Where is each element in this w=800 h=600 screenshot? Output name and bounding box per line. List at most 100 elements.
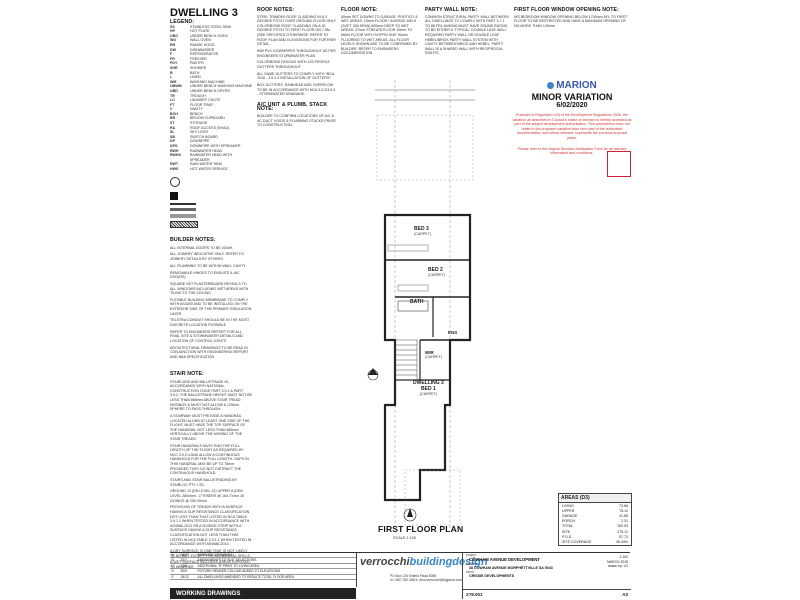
legend-label: HOT PLATE xyxy=(190,29,210,34)
legend-label: LAUNDRY CHUTE xyxy=(190,98,221,103)
legend-label: FREEZER xyxy=(190,56,207,61)
lower-roof-outline xyxy=(376,114,474,181)
legend-item: SS STAINLESS STEEL SINK xyxy=(170,25,252,30)
note-paragraph: ARCHITECTURAL DRAWINGS TO BE READ IN CON… xyxy=(170,345,249,359)
note-paragraph: STAIR HANDRAILS MUST RUN THE FULL LENGTH… xyxy=(170,443,249,476)
project-meta: 1:100 MARCH 2019 drawn by: LD xyxy=(607,555,628,569)
room-bed3-name: BED 3 xyxy=(414,226,429,232)
areas-heading: AREAS (D3) xyxy=(559,494,631,503)
areas-value: 41.85 xyxy=(619,513,628,518)
areas-label: SITE COVERAGE xyxy=(562,539,592,544)
note-paragraph: 90Ø PVC DOWNPIPES THROUGHOUT AS PER ENGI… xyxy=(257,48,336,58)
section-marker-arrow xyxy=(368,368,378,375)
legend-code: HWS xyxy=(170,167,179,171)
note-paragraph: STEEL TRIMDEK ROOF CLADDING IN A 3 DEGRE… xyxy=(257,14,337,47)
floor-note: FLOOR NOTE: 50mm SET DOWNS TO GARAGE, PO… xyxy=(341,8,421,58)
brand-logo: verrocchibuildingdesign xyxy=(360,556,488,568)
areas-value: 45.44% xyxy=(615,539,628,544)
legend-label: RANGE HOOD xyxy=(190,42,215,47)
legend-label: VANITY xyxy=(190,107,203,112)
legend-label: DOWNPIPE xyxy=(190,139,210,144)
marion-logo-icon xyxy=(547,81,555,89)
room-wir: WIR (CARPET) xyxy=(425,350,442,360)
rev-no: B xyxy=(171,558,174,563)
legend-code: SS xyxy=(170,24,175,29)
brand-name-b: buildingdesign xyxy=(409,556,488,568)
note-paragraph: STAIRCASE AND BALUSTRADE IN ACCORDANCE W… xyxy=(170,379,253,412)
legend-code: B xyxy=(170,70,173,75)
legend-code: WO xyxy=(170,38,177,43)
working-drawings-label: WORKING DRAWINGS xyxy=(170,588,356,599)
bed2-robe xyxy=(397,284,429,292)
note-paragraph: REMOVABLE HINGES TO ENSUITE & WC DOO(RS) xyxy=(170,270,240,280)
note-paragraph: GROUND 10 (DN LEVEL 12) UPPER 8.(DEN LEV… xyxy=(170,489,245,503)
ac-note-text: BUILDER TO CONFIRM LOCATIONS OF A/C & AC… xyxy=(257,114,336,128)
legend-code: V xyxy=(170,107,173,112)
note-paragraph: SQUARE SET PLASTERBOARD REVEALS TO ALL W… xyxy=(170,281,249,296)
rev-no: D xyxy=(171,569,174,574)
note-paragraph: ALL PLUMBING TO BE WITHIN WALL CAVITY xyxy=(170,263,246,268)
wall-line-3 xyxy=(170,213,196,218)
legend-code: RA xyxy=(170,125,176,130)
legend-label: SKY LIGHT xyxy=(190,130,209,135)
sheet-size: A3 xyxy=(622,592,628,597)
legend-code: SB xyxy=(170,134,175,139)
minor-variation-title: MINOR VARIATION xyxy=(531,92,613,102)
legend-code: RWHS xyxy=(170,153,181,158)
areas-label: GARAGE xyxy=(562,513,578,518)
legend-label: SWITCH BOARD xyxy=(190,134,218,139)
first-floor-plan-drawing xyxy=(367,80,475,530)
address-label: address xyxy=(466,562,478,566)
stairs xyxy=(394,339,418,381)
rev-date: 30/9 xyxy=(180,569,187,574)
note-paragraph: FLEXIBLE BUILDING MEMBRANE TO COMPLY WIT… xyxy=(170,297,252,316)
minor-variation-stamp: MARION MINOR VARIATION 6/02/2020 Pursuan… xyxy=(512,80,632,230)
legend-label: UNDER BENCH DRYER xyxy=(190,88,230,93)
legend-label: HOT WATER SERVICE xyxy=(190,167,228,171)
legend-code: DW xyxy=(170,47,176,52)
legend-item: HWS HOT WATER SERVICE xyxy=(170,167,252,172)
project-info: project COWHAM AVENUE DEVELOPMENT addres… xyxy=(462,553,631,599)
rev-desc: ALL DWELLINGS AMENDED TO REDUCE TOTAL FL… xyxy=(197,574,295,579)
legend-code: BR xyxy=(170,116,176,121)
legend-label: RAINWATER HEAD WITH SPREADER xyxy=(189,153,233,162)
wall-line-1 xyxy=(170,202,196,205)
brand-contact: PO Box 128 Enfield Plaza 5085 m: 0407 92… xyxy=(390,574,462,582)
garage-roof-outline xyxy=(404,469,461,526)
legend-item: SB SWITCH BOARD xyxy=(170,135,252,140)
window-note-text: WS BEDROOM WINDOW OPENING BELOW 1700mm A… xyxy=(514,14,628,28)
rev-no: A xyxy=(171,553,174,557)
areas-value: 73.66 xyxy=(619,503,628,508)
areas-value: 275.11 xyxy=(617,529,628,534)
legend-code: TR xyxy=(170,93,175,98)
legend-label: STAINLESS STEEL SINK xyxy=(190,24,232,29)
stair-notes-heading: STAIR NOTE: xyxy=(170,371,204,377)
exhaust-fan-symbol xyxy=(170,191,178,200)
areas-value: 2.31 xyxy=(621,519,628,524)
project-drawn: drawn by: LD xyxy=(608,564,628,569)
room-bed3-finish: (CARPET) xyxy=(414,232,431,236)
project-label: project xyxy=(466,553,476,557)
legend-label: RAIN WATER TANK xyxy=(190,162,223,167)
room-bed1: DWELLING 3 BED 1 (CARPET) xyxy=(413,380,444,397)
